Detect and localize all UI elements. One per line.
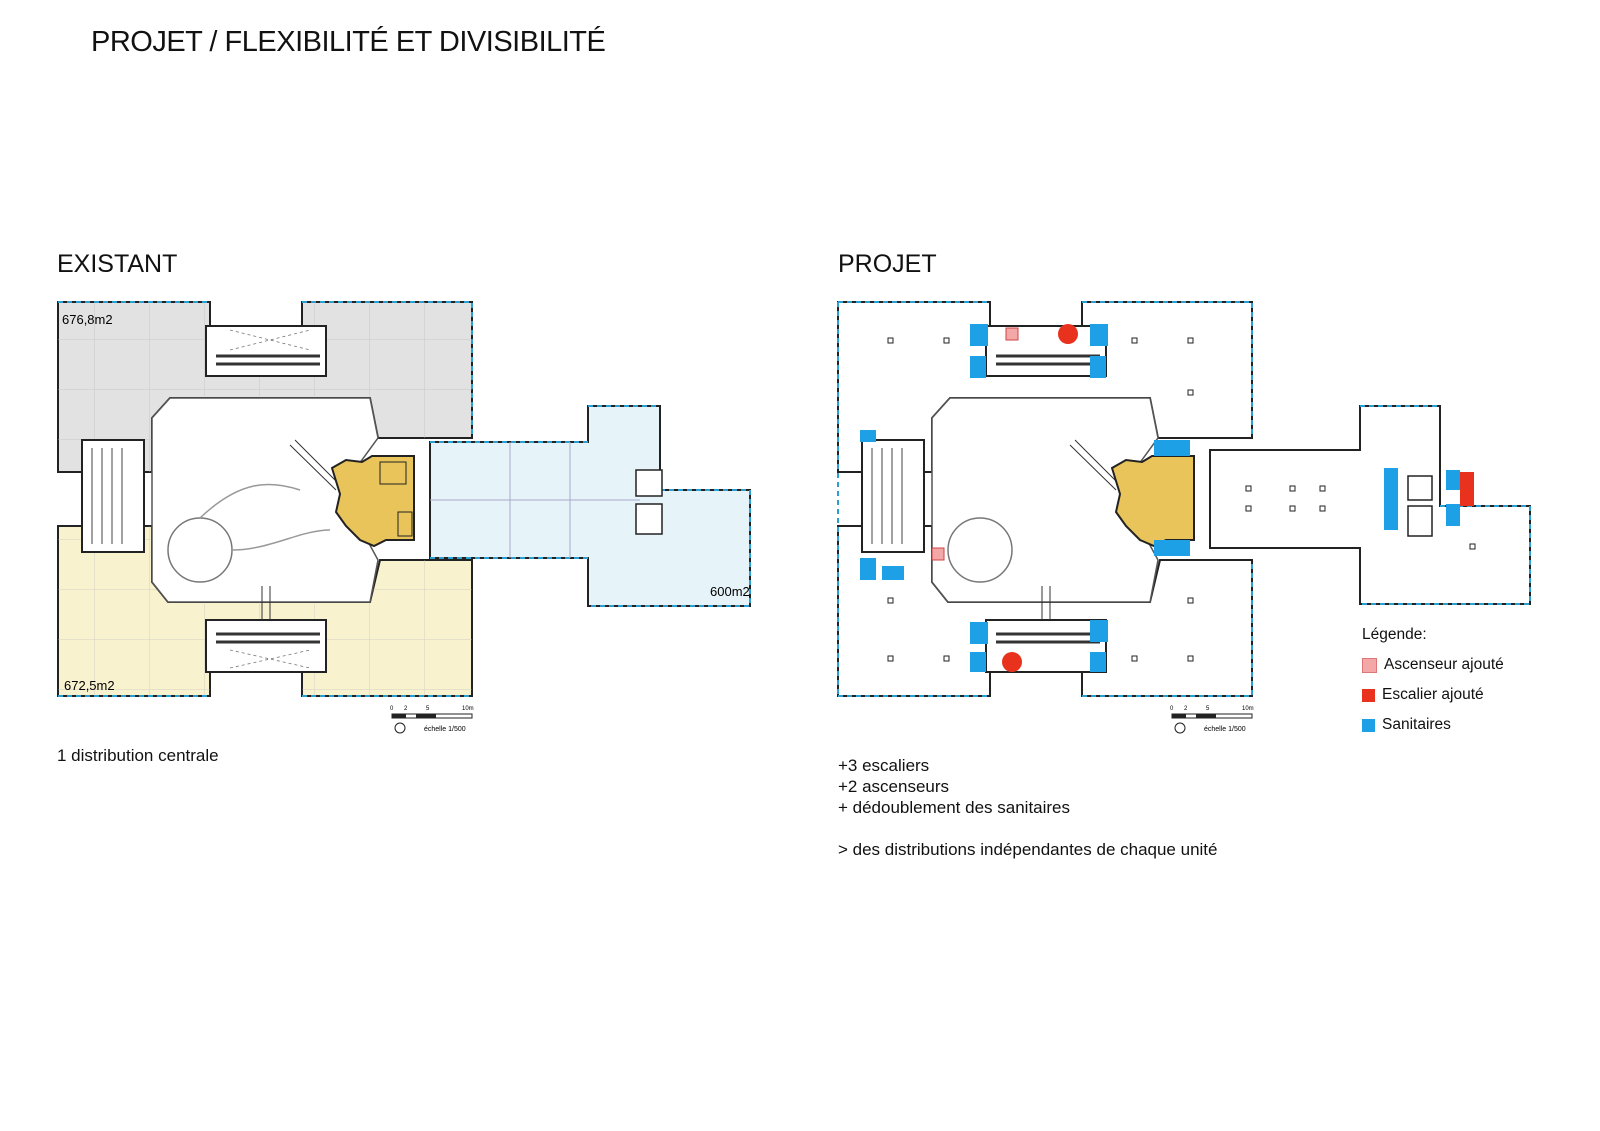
project-note-1: +3 escaliers: [838, 756, 930, 775]
project-scale-bar: 0 2 5 10m échelle 1/500: [1170, 706, 1254, 734]
project-units: [837, 301, 1253, 697]
legend-title: Légende:: [1362, 626, 1427, 643]
existing-heading: EXISTANT: [57, 250, 178, 278]
stair-core-top: [205, 325, 327, 377]
unit-wing-blue: [429, 405, 751, 607]
stair-core-bottom: [205, 619, 327, 673]
existing-floor-plan: 676,8m2 672,5m2 600m2 0 2 5 10m échelle …: [57, 301, 751, 734]
project-scale-tick-2: 2: [1184, 706, 1188, 712]
added-lifts: [931, 327, 1019, 561]
project-conclusion: > des distributions indépendantes de cha…: [838, 840, 1218, 859]
project-scale-tick-5: 5: [1206, 706, 1210, 712]
scale-tick-10: 10m: [462, 706, 474, 712]
project-notes: +3 escaliers +2 ascenseurs + dédoublemen…: [838, 755, 1217, 860]
project-heading: PROJET: [838, 250, 937, 278]
legend-label-stair: Escalier ajouté: [1382, 686, 1484, 703]
project-note-2: +2 ascenseurs: [838, 777, 950, 796]
project-scale-tick-10: 10m: [1242, 706, 1254, 712]
legend-swatch-sanitary: [1362, 718, 1375, 732]
area-label-top: 676,8m2: [62, 312, 113, 327]
scale-bar: 0 2 5 10m échelle 1/500: [390, 706, 474, 734]
page-title: PROJET / FLEXIBILITÉ ET DIVISIBILITÉ: [91, 26, 606, 58]
legend-label-lift: Ascenseur ajouté: [1384, 656, 1504, 673]
legend-swatch-lift: [1362, 657, 1377, 673]
area-label-bottom: 672,5m2: [64, 678, 115, 693]
project-floor-plan: 0 2 5 10m échelle 1/500: [837, 301, 1531, 734]
project-stair-core-left: [861, 439, 925, 553]
scale-label: échelle 1/500: [424, 726, 466, 733]
central-atrium: [151, 397, 379, 620]
legend-label-sanitary: Sanitaires: [1382, 716, 1451, 733]
project-north-arrow-icon: [1174, 722, 1186, 734]
legend-swatch-stair: [1362, 688, 1375, 702]
project-scale-label: échelle 1/500: [1204, 726, 1246, 733]
project-stair-core-top: [985, 325, 1107, 377]
legend-item-lift: Ascenseur ajouté: [1362, 650, 1504, 680]
area-label-wing: 600m2: [710, 584, 750, 599]
scale-tick-2: 2: [404, 706, 408, 712]
project-scale-tick-0: 0: [1170, 706, 1174, 712]
north-arrow-icon: [394, 722, 406, 734]
scale-tick-0: 0: [390, 706, 394, 712]
project-wing: [1209, 405, 1531, 605]
scale-tick-5: 5: [426, 706, 430, 712]
added-stairs: [1002, 324, 1474, 672]
existing-note: 1 distribution centrale: [57, 746, 219, 765]
legend-item-stair: Escalier ajouté: [1362, 680, 1504, 710]
sanitaires-blocks: [860, 324, 1460, 672]
stair-core-left: [81, 439, 145, 553]
project-note-3: + dédoublement des sanitaires: [838, 798, 1071, 817]
legend-item-sanitary: Sanitaires: [1362, 710, 1504, 740]
central-core-gold: [330, 455, 415, 548]
legend: Légende: Ascenseur ajouté Escalier ajout…: [1362, 620, 1504, 740]
project-central-atrium: [931, 397, 1159, 620]
